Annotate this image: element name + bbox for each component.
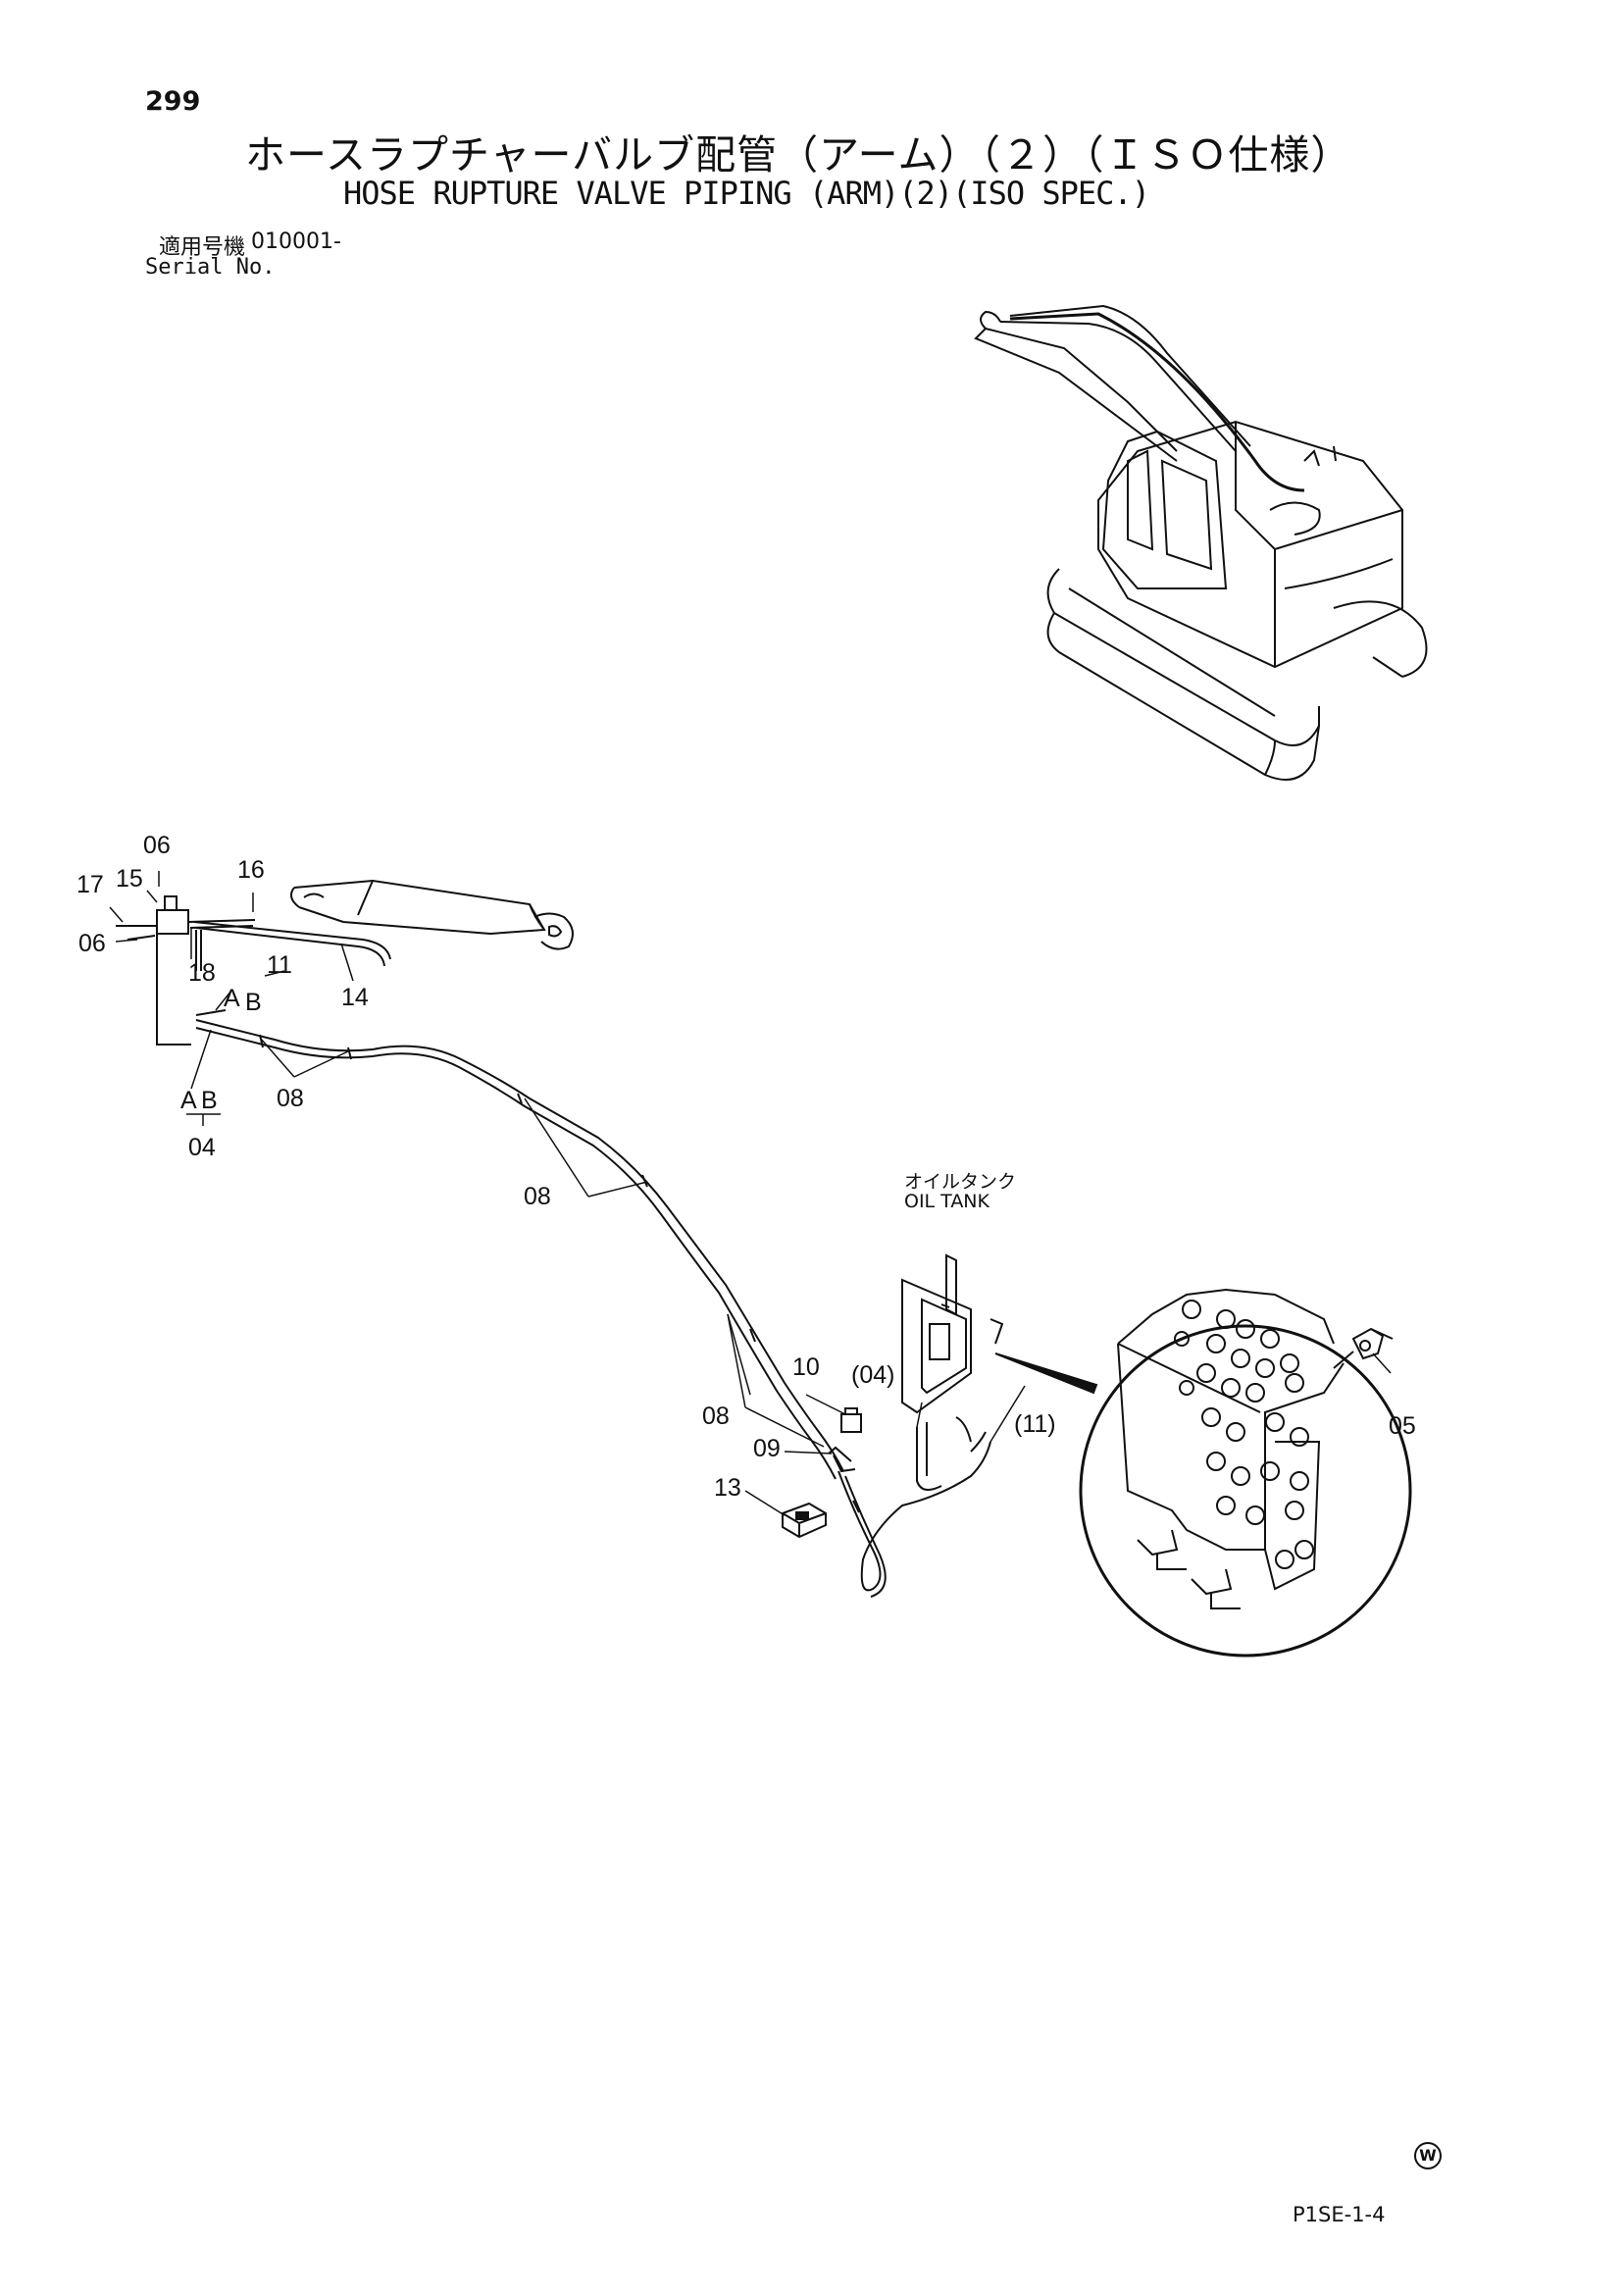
callout-05: 05 xyxy=(1389,1412,1416,1440)
leader-lines xyxy=(109,871,1392,1516)
arm-cylinder-illustration xyxy=(289,879,574,950)
callout-15: 15 xyxy=(116,865,143,893)
serial-label-jp: 適用号機 xyxy=(159,235,246,260)
title-english: HOSE RUPTURE VALVE PIPING (ARM)(2)(ISO S… xyxy=(343,175,1150,212)
watermark-badge: W xyxy=(1414,2142,1442,2169)
callout-b-lower: B xyxy=(201,1087,218,1114)
page-code: P1SE-1-4 xyxy=(1293,2203,1386,2226)
callout-08-left: 08 xyxy=(277,1085,304,1112)
callout-08-low: 08 xyxy=(702,1403,730,1430)
callout-04-paren: (04) xyxy=(851,1361,894,1389)
valve-block-illustration xyxy=(116,895,391,1046)
bracket-lines xyxy=(186,970,285,1126)
serial-value: 010001- xyxy=(251,230,341,254)
detail-callout-cone xyxy=(994,1352,1098,1395)
callout-a-upper: A xyxy=(224,985,240,1012)
serial-label-en: Serial No. xyxy=(145,255,276,280)
oil-tank-illustration xyxy=(901,1253,1004,1414)
callout-11: 11 xyxy=(267,951,292,979)
callout-09: 09 xyxy=(753,1435,781,1462)
callout-18: 18 xyxy=(188,959,216,987)
callout-17: 17 xyxy=(76,871,104,898)
callout-13: 13 xyxy=(714,1474,741,1502)
callout-11-paren: (11) xyxy=(1014,1410,1056,1438)
callout-16: 16 xyxy=(237,856,265,884)
hose-route-illustration xyxy=(195,1019,991,1598)
pressure-sensor-illustration xyxy=(828,1407,862,1473)
callout-08-mid: 08 xyxy=(524,1183,551,1210)
callout-04: 04 xyxy=(188,1134,216,1161)
bracket-13-illustration xyxy=(782,1502,827,1539)
callout-06-top: 06 xyxy=(143,832,171,859)
excavator-overview-illustration xyxy=(974,304,1428,781)
callout-10: 10 xyxy=(792,1353,820,1381)
callout-06-side: 06 xyxy=(78,930,106,957)
oil-tank-label-jp: オイルタンク xyxy=(904,1171,1017,1193)
callout-14: 14 xyxy=(341,984,369,1011)
oil-tank-label-en: OIL TANK xyxy=(904,1191,990,1212)
detail-circle-illustration xyxy=(1079,1288,1412,1658)
title-japanese: ホースラプチャーバルブ配管（アーム）（２）（ＩＳＯ仕様） xyxy=(245,131,1352,179)
callout-a-lower: A xyxy=(180,1087,197,1114)
page-number: 299 xyxy=(145,86,201,117)
callout-b-upper: B xyxy=(245,989,262,1016)
